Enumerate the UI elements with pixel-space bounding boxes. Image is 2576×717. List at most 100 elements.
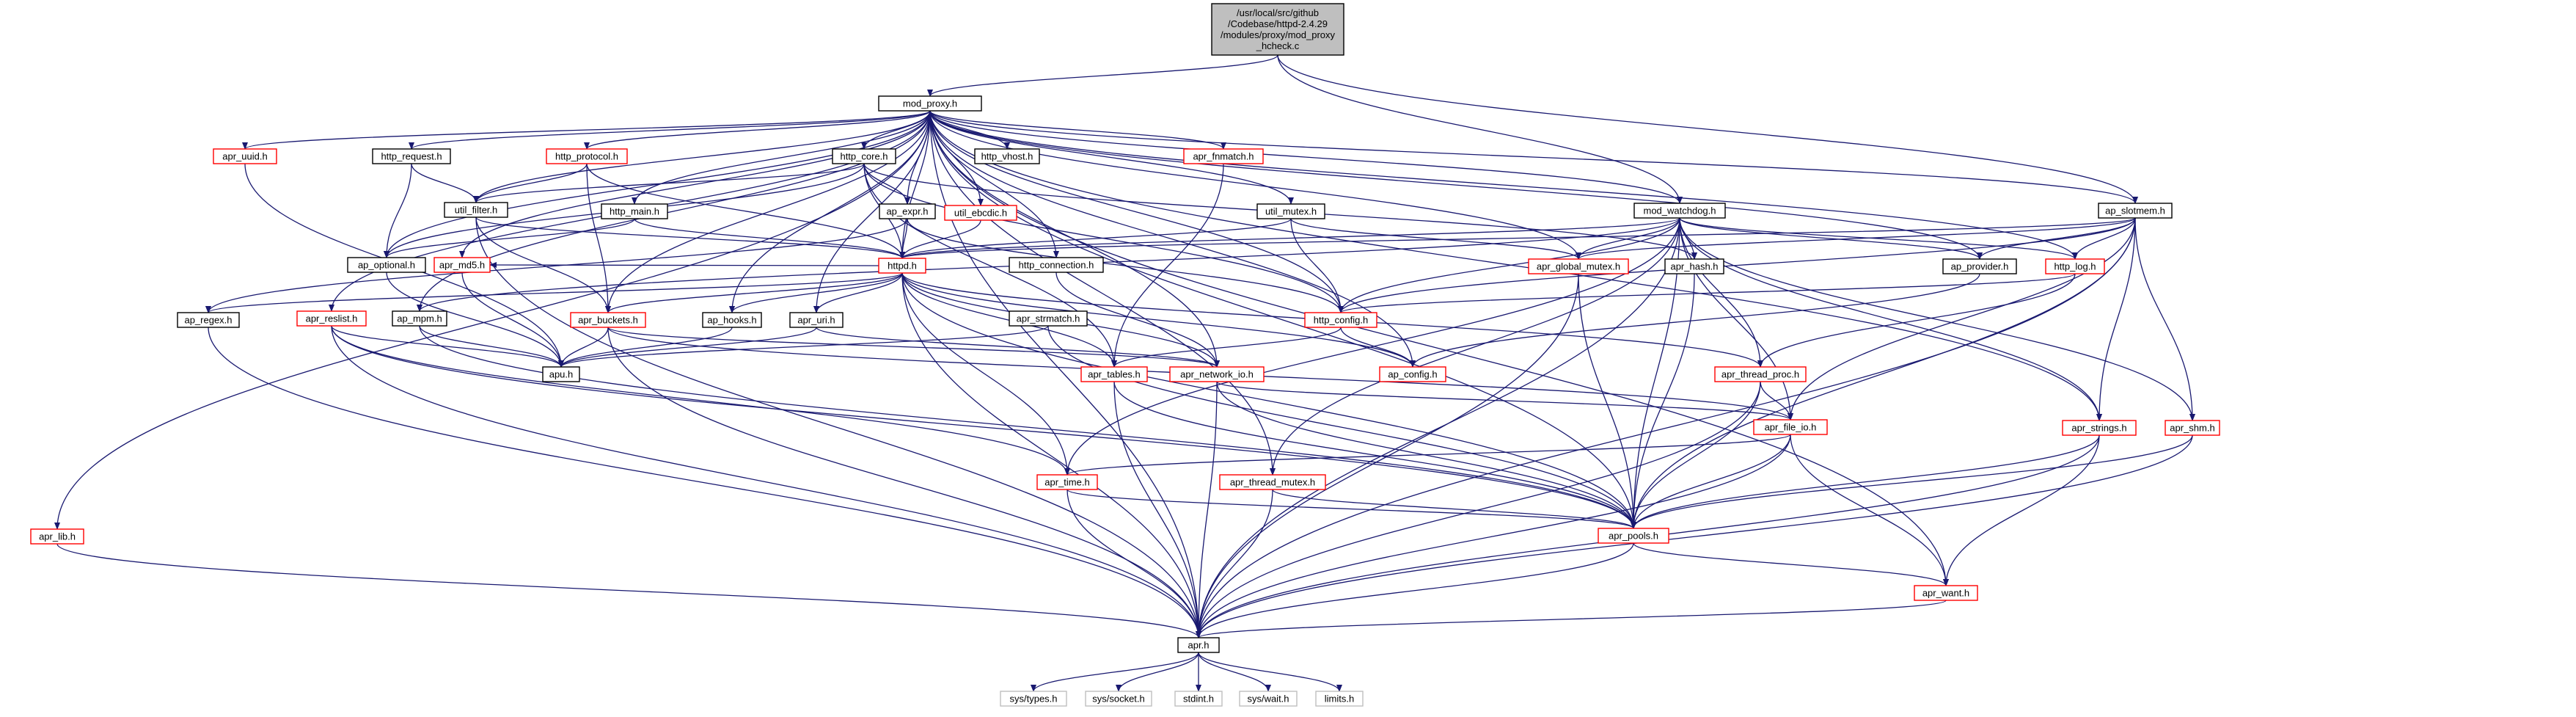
node-apr-time[interactable]: apr_time.h — [1036, 474, 1098, 490]
edge-ap_hooks-to-apu — [558, 327, 733, 368]
node-box — [1000, 691, 1067, 707]
edge-apr_reslist-to-apr_time — [331, 325, 1070, 476]
node-apr-thread-mutex[interactable]: apr_thread_mutex.h — [1219, 474, 1326, 490]
node-label: ap_provider.h — [1951, 261, 2009, 272]
node-apr-want[interactable]: apr_want.h — [1914, 585, 1978, 601]
node-label: apr_file_io.h — [1765, 421, 1817, 432]
node-apu[interactable]: apu.h — [542, 366, 580, 382]
node-box — [1009, 257, 1104, 273]
edge-httpd-to-apr_buckets — [605, 272, 903, 313]
node-apr-uri[interactable]: apr_uri.h — [789, 312, 844, 328]
node-apr-reslist[interactable]: apr_reslist.h — [296, 310, 367, 327]
node-http-connection[interactable]: http_connection.h — [1009, 257, 1104, 273]
node-label: ap_expr.h — [886, 205, 928, 216]
node-label: ap_slotmem.h — [2105, 205, 2165, 216]
node-apr-lib[interactable]: apr_lib.h — [30, 528, 84, 545]
node-apr-shm[interactable]: apr_shm.h — [2165, 420, 2220, 436]
edge-http_protocol-to-httpd — [586, 163, 905, 259]
node-label: http_log.h — [2054, 261, 2096, 272]
node-label: apr_shm.h — [2170, 422, 2214, 433]
node-label: ap_hooks.h — [707, 314, 756, 325]
nodes-layer: /usr/local/src/github/Codebase/httpd-2.4… — [30, 3, 2220, 707]
node-apr-strmatch[interactable]: apr_strmatch.h — [1009, 310, 1088, 327]
node-apr-tables[interactable]: apr_tables.h — [1080, 366, 1148, 382]
edge-mod_proxy-to-http_request — [409, 110, 931, 150]
node-http-main[interactable]: http_main.h — [601, 203, 668, 219]
node-apr-uuid[interactable]: apr_uuid.h — [213, 148, 277, 164]
node-label: /usr/local/src/github — [1237, 7, 1319, 18]
edge-apr_buckets-to-apr_network_io — [607, 327, 1220, 368]
edge-ap_slotmem-to-http_config — [1338, 217, 2136, 313]
edge-mod_watchdog-to-httpd — [899, 217, 1680, 259]
node-label: stdint.h — [1183, 693, 1214, 704]
node-apr[interactable]: apr.h — [1177, 637, 1220, 653]
node-sys-types: sys/types.h — [1000, 691, 1067, 707]
node-util-ebcdic[interactable]: util_ebcdic.h — [944, 205, 1017, 221]
edge-httpd-to-apr — [901, 272, 1201, 638]
edge-root-to-mod_proxy — [927, 54, 1278, 97]
edge-apr_thread_proc-to-apr_file_io — [1760, 381, 1793, 421]
edge-mod_proxy-to-apr_uuid — [242, 110, 931, 150]
node-label: apr_global_mutex.h — [1537, 261, 1620, 272]
edge-mod_watchdog-to-http_log — [1679, 217, 2078, 260]
node-apr-strings[interactable]: apr_strings.h — [2062, 420, 2137, 436]
node-ap-config[interactable]: ap_config.h — [1379, 366, 1446, 382]
node-label: mod_proxy.h — [903, 98, 957, 109]
node-label: apr_pools.h — [1609, 530, 1658, 541]
node-root[interactable]: /usr/local/src/github/Codebase/httpd-2.4… — [1211, 3, 1344, 56]
node-http-protocol[interactable]: http_protocol.h — [546, 148, 628, 164]
node-apr-buckets[interactable]: apr_buckets.h — [570, 312, 646, 328]
edge-apr_tables-to-apr_pools — [1113, 381, 1636, 529]
node-box — [30, 528, 84, 545]
edge-apr_strings-to-apr_pools — [1631, 434, 2100, 529]
node-box — [1169, 366, 1265, 382]
edge-apr_network_io-to-apr_file_io — [1216, 381, 1793, 421]
node-util-mutex[interactable]: util_mutex.h — [1256, 203, 1325, 219]
node-util-filter[interactable]: util_filter.h — [444, 202, 508, 218]
node-ap-provider[interactable]: ap_provider.h — [1942, 258, 2017, 274]
node-apr-file-io[interactable]: apr_file_io.h — [1753, 419, 1828, 435]
edge-ap_slotmem-to-apr_file_io — [1788, 217, 2136, 421]
node-ap-expr[interactable]: ap_expr.h — [879, 203, 936, 219]
edge-mod_proxy-to-ap_provider — [929, 110, 1983, 260]
node-httpd[interactable]: httpd.h — [878, 258, 926, 274]
node-box — [1304, 312, 1377, 328]
node-label: http_request.h — [381, 150, 442, 161]
node-mod-proxy[interactable]: mod_proxy.h — [878, 95, 982, 112]
node-label: apr_buckets.h — [578, 314, 638, 325]
node-http-request[interactable]: http_request.h — [372, 148, 451, 164]
node-box — [433, 257, 491, 273]
node-apr-pools[interactable]: apr_pools.h — [1598, 528, 1669, 544]
node-ap-slotmem[interactable]: ap_slotmem.h — [2098, 203, 2173, 219]
node-http-core[interactable]: http_core.h — [832, 148, 896, 164]
edge-httpd-to-apr_uri — [813, 272, 903, 313]
edge-apr_reslist-to-apr — [331, 325, 1201, 638]
edge-mod_proxy-to-http_config — [929, 110, 1344, 313]
node-http-vhost[interactable]: http_vhost.h — [974, 148, 1040, 164]
node-http-log[interactable]: http_log.h — [2045, 258, 2105, 274]
edge-mod_watchdog-to-apr_shm — [1679, 217, 2195, 421]
node-apr-global-mutex[interactable]: apr_global_mutex.h — [1528, 258, 1629, 274]
node-apr-thread-proc[interactable]: apr_thread_proc.h — [1714, 366, 1807, 382]
edge-mod_proxy-to-apr_uri — [813, 110, 931, 313]
node-apr-hash[interactable]: apr_hash.h — [1664, 258, 1724, 274]
node-box — [878, 95, 982, 112]
node-ap-mpm[interactable]: ap_mpm.h — [392, 310, 447, 327]
node-ap-optional[interactable]: ap_optional.h — [347, 257, 426, 273]
node-label: apr_thread_proc.h — [1721, 368, 1799, 379]
edge-apr_uri-to-apu — [558, 327, 817, 368]
node-apr-fnmatch[interactable]: apr_fnmatch.h — [1183, 148, 1264, 164]
node-box — [789, 312, 844, 328]
edge-apr_time-to-apr — [1066, 489, 1201, 638]
edge-mod_proxy-to-apr_md5 — [459, 110, 931, 258]
edge-mod_proxy-to-apr_want — [929, 110, 1949, 586]
node-mod-watchdog[interactable]: mod_watchdog.h — [1633, 203, 1726, 219]
node-box — [879, 203, 936, 219]
node-http-config[interactable]: http_config.h — [1304, 312, 1377, 328]
node-apr-network-io[interactable]: apr_network_io.h — [1169, 366, 1265, 382]
edge-mod_watchdog-to-apr_file_io — [1679, 217, 1793, 421]
node-apr-md5[interactable]: apr_md5.h — [433, 257, 491, 273]
node-ap-hooks[interactable]: ap_hooks.h — [702, 312, 762, 328]
node-label: apr_fnmatch.h — [1193, 150, 1254, 161]
node-ap-regex[interactable]: ap_regex.h — [177, 312, 240, 328]
